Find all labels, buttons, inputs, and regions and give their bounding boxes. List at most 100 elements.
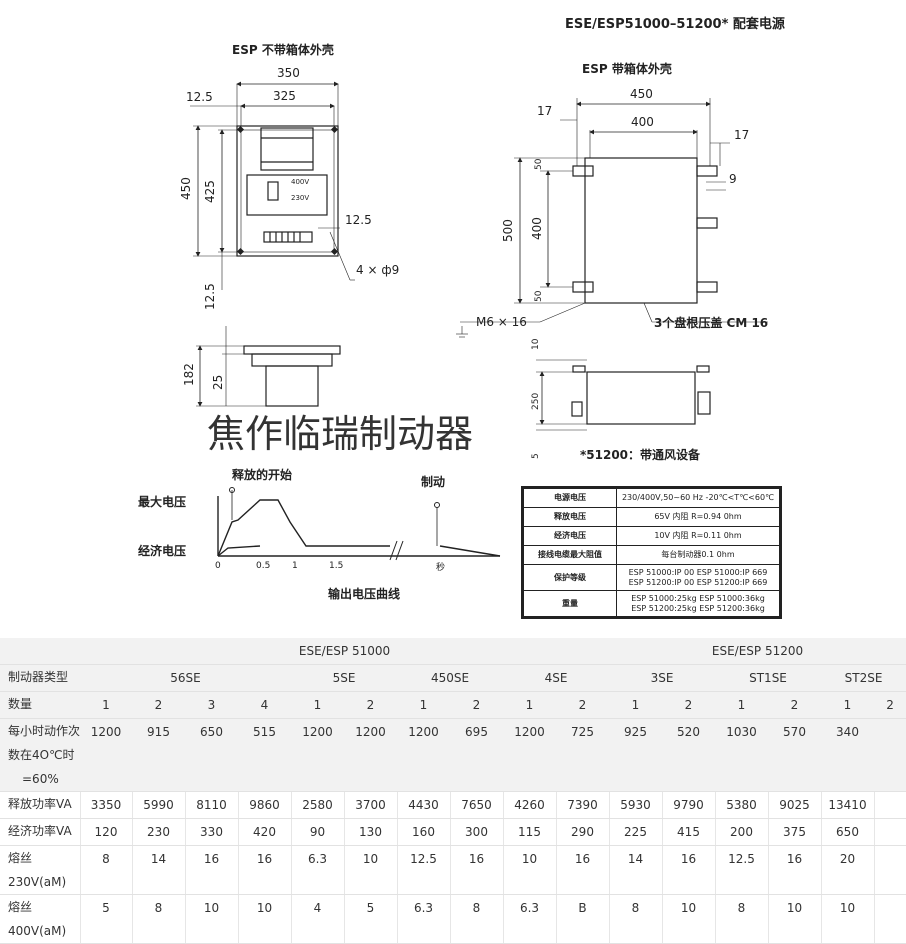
spec-line: ESP 51200:25kg ESP 51200:36kg [631,603,765,613]
table-cell: 1200 [503,718,556,792]
table-cell: 3700 [344,791,398,819]
table-cell: 8 [609,894,663,944]
table-cell: 9790 [662,791,716,819]
left-front-view [190,81,355,290]
dim-10: 10 [531,338,541,350]
row-label-line: 熔丝 [8,900,33,914]
type-cell: ST2SE [821,664,906,692]
table-cell: 925 [609,718,662,792]
table-cell: 5 [80,894,133,944]
table-cell: 230 [132,818,186,846]
table-cell: 515 [238,718,291,792]
table-cell: 9025 [768,791,822,819]
right-view-title: ESP 带箱体外壳 [582,61,672,76]
table-cell: 8 [132,894,186,944]
table-cell: 1200 [80,718,132,792]
table-cell: 3 [185,691,238,719]
table-cell: 10 [821,894,875,944]
table-cell: 915 [132,718,185,792]
table-cell: 1 [715,691,768,719]
tick-1-5: 1.5 [329,561,343,571]
spec-value: 每台制动器0.1 0hm [616,545,780,565]
type-cell: 450SE [397,664,503,692]
table-cell: 7390 [556,791,610,819]
table-cell: 4 [238,691,291,719]
type-cell: 3SE [609,664,715,692]
table-cell: 8 [715,894,769,944]
spec-key: 保护等级 [523,564,617,591]
table-cell: 725 [556,718,609,792]
table-cell [874,894,906,944]
watermark: 焦作临瑞制动器 [207,412,473,456]
table-cell: 2 [768,691,821,719]
dim-17-left: 17 [537,104,552,118]
table-cell [874,818,906,846]
table-cell: 3350 [80,791,133,819]
gland-callout: 3个盘根压盖 CM 16 [654,315,768,330]
transformer-400v: 400V [291,178,309,186]
ventilation-note: *51200：带通风设备 [580,447,701,462]
dim-182: 182 [182,363,196,386]
table-cell: 10 [185,894,239,944]
row-label-line: 数在4O℃时 [8,748,75,762]
spec-key: 电源电压 [523,488,617,508]
spec-value: 65V 内阻 R=0.94 0hm [616,507,780,527]
type-cell: 4SE [503,664,609,692]
spec-line: ESP 51000:IP 00 ESP 51000:IP 669 [628,567,768,577]
table-cell: 4 [291,894,345,944]
spec-value: 230/400V,50~60 Hz -20℃<T℃<60℃ [616,488,780,508]
spec-key: 重量 [523,590,617,617]
release-marker [229,487,235,493]
group-51000: ESE/ESP 51000 [80,638,609,665]
table-cell: 375 [768,818,822,846]
table-cell [874,791,906,819]
brake-label: 制动 [421,474,445,489]
table-cell: 1 [291,691,344,719]
table-cell: 115 [503,818,557,846]
row-label-line: 熔丝 [8,851,33,865]
table-cell: 1 [609,691,662,719]
table-cell: B [556,894,610,944]
spec-key: 接线电缆最大阻值 [523,545,617,565]
table-cell: 16 [238,845,292,895]
table-cell: 16 [556,845,610,895]
table-cell: 10 [344,845,398,895]
table-cell: 2580 [291,791,345,819]
spec-key: 释放电压 [523,507,617,527]
group-header-row: ESE/ESP 51000 ESE/ESP 51200 [0,638,906,665]
dim-450-left: 450 [179,177,193,200]
table-cell: 330 [185,818,239,846]
row-label: 释放功率VA [0,791,81,819]
group-51200: ESE/ESP 51200 [609,638,906,665]
table-cell: 1200 [291,718,344,792]
row-label-line: 230V(aM) [8,875,67,889]
table-cell: 200 [715,818,769,846]
table-cell: 6.3 [291,845,345,895]
release-label: 释放的开始 [232,467,292,482]
type-header-row: 制动器类型 56SE 5SE 450SE 4SE 3SE ST1SE ST2SE [0,664,906,692]
dim-425-left: 425 [203,180,217,203]
table-cell: 2 [450,691,503,719]
table-cell: 695 [450,718,503,792]
dim-12-5-bottom: 12.5 [203,283,217,310]
table-cell: 8110 [185,791,239,819]
row-label: 熔丝 230V(aM) [0,845,81,895]
table-cell: 8 [450,894,504,944]
table-cell: 13410 [821,791,875,819]
table-cell: 570 [768,718,821,792]
table-cell: 160 [397,818,451,846]
transformer-230v: 230V [291,194,309,202]
spec-key: 经济电压 [523,526,617,546]
table-cell: 2 [344,691,397,719]
table-cell: 5990 [132,791,186,819]
table-cell: 90 [291,818,345,846]
voltage-curve [217,490,501,561]
spec-row: 接线电缆最大阻值每台制动器0.1 0hm [523,545,780,565]
